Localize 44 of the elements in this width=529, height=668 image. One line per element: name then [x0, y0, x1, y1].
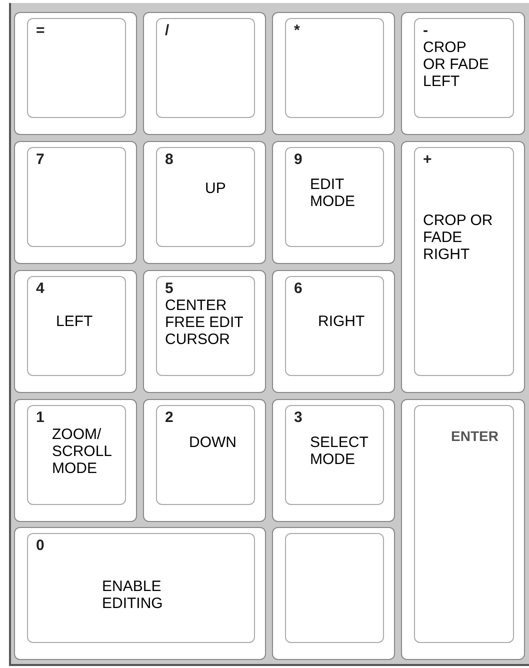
key: [272, 270, 395, 393]
key-symbol: 3: [294, 410, 302, 426]
key: [143, 12, 266, 135]
key: [143, 270, 266, 393]
key-symbol: 8: [165, 152, 174, 168]
key-function-label: RIGHT: [317, 313, 365, 330]
key: [14, 12, 137, 135]
key-function-label: SELECT MODE: [309, 434, 370, 468]
key-label: ENTER: [450, 427, 500, 446]
key-symbol: +: [423, 152, 432, 168]
key: [143, 399, 266, 522]
key-function-label: EDIT MODE: [309, 176, 356, 210]
key-function-label: UP: [204, 180, 226, 197]
key-symbol: 1: [36, 410, 44, 426]
key-function-label: ENABLE EDITING: [102, 578, 164, 612]
key-function-label: DOWN: [188, 434, 236, 451]
key-function-label: ZOOM/ SCROLL MODE: [51, 426, 112, 477]
key-function-label: CENTER FREE EDIT CURSOR: [165, 297, 244, 348]
key: [401, 12, 525, 135]
key: [401, 399, 525, 660]
key: [272, 141, 395, 264]
key-symbol: -: [423, 23, 428, 39]
key-symbol: =: [36, 23, 45, 39]
key-function-label: CROP OR FADE LEFT: [423, 39, 490, 90]
key-symbol: 0: [36, 538, 44, 554]
key-symbol: 7: [36, 152, 44, 168]
key-function-label: CROP OR FADE RIGHT: [423, 212, 494, 263]
key-symbol: /: [165, 23, 170, 39]
key: [401, 141, 525, 393]
key-symbol: 2: [165, 410, 174, 426]
key: [14, 527, 266, 660]
key: [14, 270, 137, 393]
key: [272, 527, 395, 660]
key: [14, 399, 137, 522]
key: [14, 141, 137, 264]
key: [143, 141, 266, 264]
key: [272, 12, 395, 135]
key-symbol: 9: [294, 152, 302, 168]
key-symbol: *: [294, 23, 300, 39]
key-symbol: 4: [36, 281, 44, 297]
key-symbol: 6: [294, 281, 302, 297]
key: [272, 399, 395, 522]
key-symbol: 5: [165, 281, 174, 297]
key-function-label: LEFT: [55, 313, 93, 330]
